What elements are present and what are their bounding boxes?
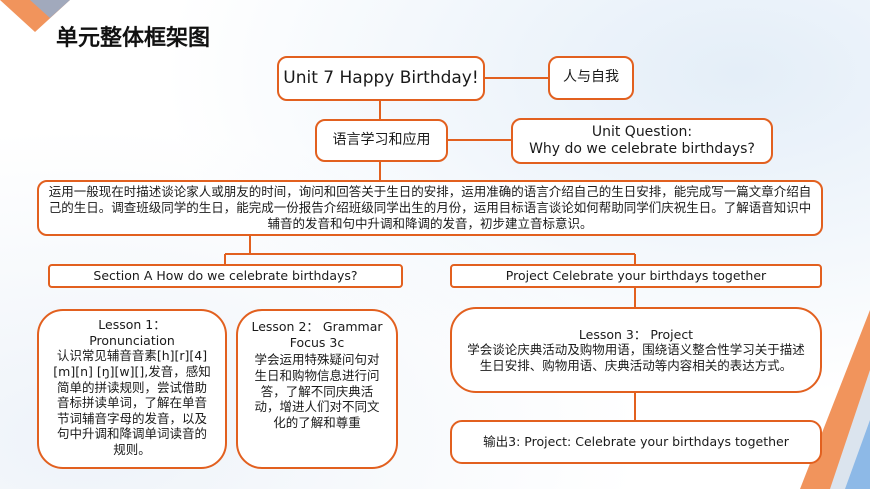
output3-box: 输出3: Project: Celebrate your birthdays t… xyxy=(450,420,822,464)
lesson2-body: 学会运用特殊疑问句对生日和购物信息进行问答，了解不同庆典活动，增进人们对不同文化… xyxy=(254,352,380,430)
output3-label: 输出3: Project: Celebrate your birthdays t… xyxy=(483,434,789,450)
lesson2-box: Lesson 2： Grammar Focus 3c 学会运用特殊疑问句对生日和… xyxy=(236,309,398,469)
lesson3-title: Lesson 3： Project xyxy=(578,326,694,342)
lesson1-body: 认识常见辅音音素[h][r][4][m][n] [ŋ][w][],发音，感知简单… xyxy=(53,348,211,457)
goal-box: 运用一般现在时描述谈论家人或朋友的时间，询问和回答关于生日的安排，运用准确的语言… xyxy=(37,180,823,236)
lesson1-subtitle: Pronunciation xyxy=(89,332,175,348)
lesson1-box: Lesson 1： Pronunciation 认识常见辅音音素[h][r][4… xyxy=(37,309,227,469)
theme-label: 人与自我 xyxy=(563,69,619,86)
unit-title-box: Unit 7 Happy Birthday! xyxy=(277,56,485,101)
category-label: 语言学习和应用 xyxy=(332,131,431,148)
unit-question-box: Unit Question: Why do we celebrate birth… xyxy=(511,118,773,164)
section-a-label: Section A How do we celebrate birthdays? xyxy=(93,268,358,284)
section-a-box: Section A How do we celebrate birthdays? xyxy=(48,264,403,288)
page-title: 单元整体框架图 xyxy=(56,26,211,51)
unit-question-text: Why do we celebrate birthdays? xyxy=(529,141,755,157)
project-box: Project Celebrate your birthdays togethe… xyxy=(450,264,822,288)
goal-text: 运用一般现在时描述谈论家人或朋友的时间，询问和回答关于生日的安排，运用准确的语言… xyxy=(48,183,812,232)
lesson3-body: 学会谈论庆典活动及购物用语，围绕语义整合性学习关于描述生日安排、购物用语、庆典活… xyxy=(467,342,805,373)
decor-top-left xyxy=(0,0,70,32)
unit-question-label: Unit Question: xyxy=(591,123,693,140)
category-box: 语言学习和应用 xyxy=(315,119,448,162)
lesson2-title: Lesson 2： Grammar Focus 3c xyxy=(251,319,383,350)
project-label: Project Celebrate your birthdays togethe… xyxy=(505,268,767,284)
theme-box: 人与自我 xyxy=(548,56,634,100)
lesson3-box: Lesson 3： Project 学会谈论庆典活动及购物用语，围绕语义整合性学… xyxy=(450,307,822,393)
lesson1-title: Lesson 1： xyxy=(98,317,166,332)
unit-title: Unit 7 Happy Birthday! xyxy=(283,67,479,88)
